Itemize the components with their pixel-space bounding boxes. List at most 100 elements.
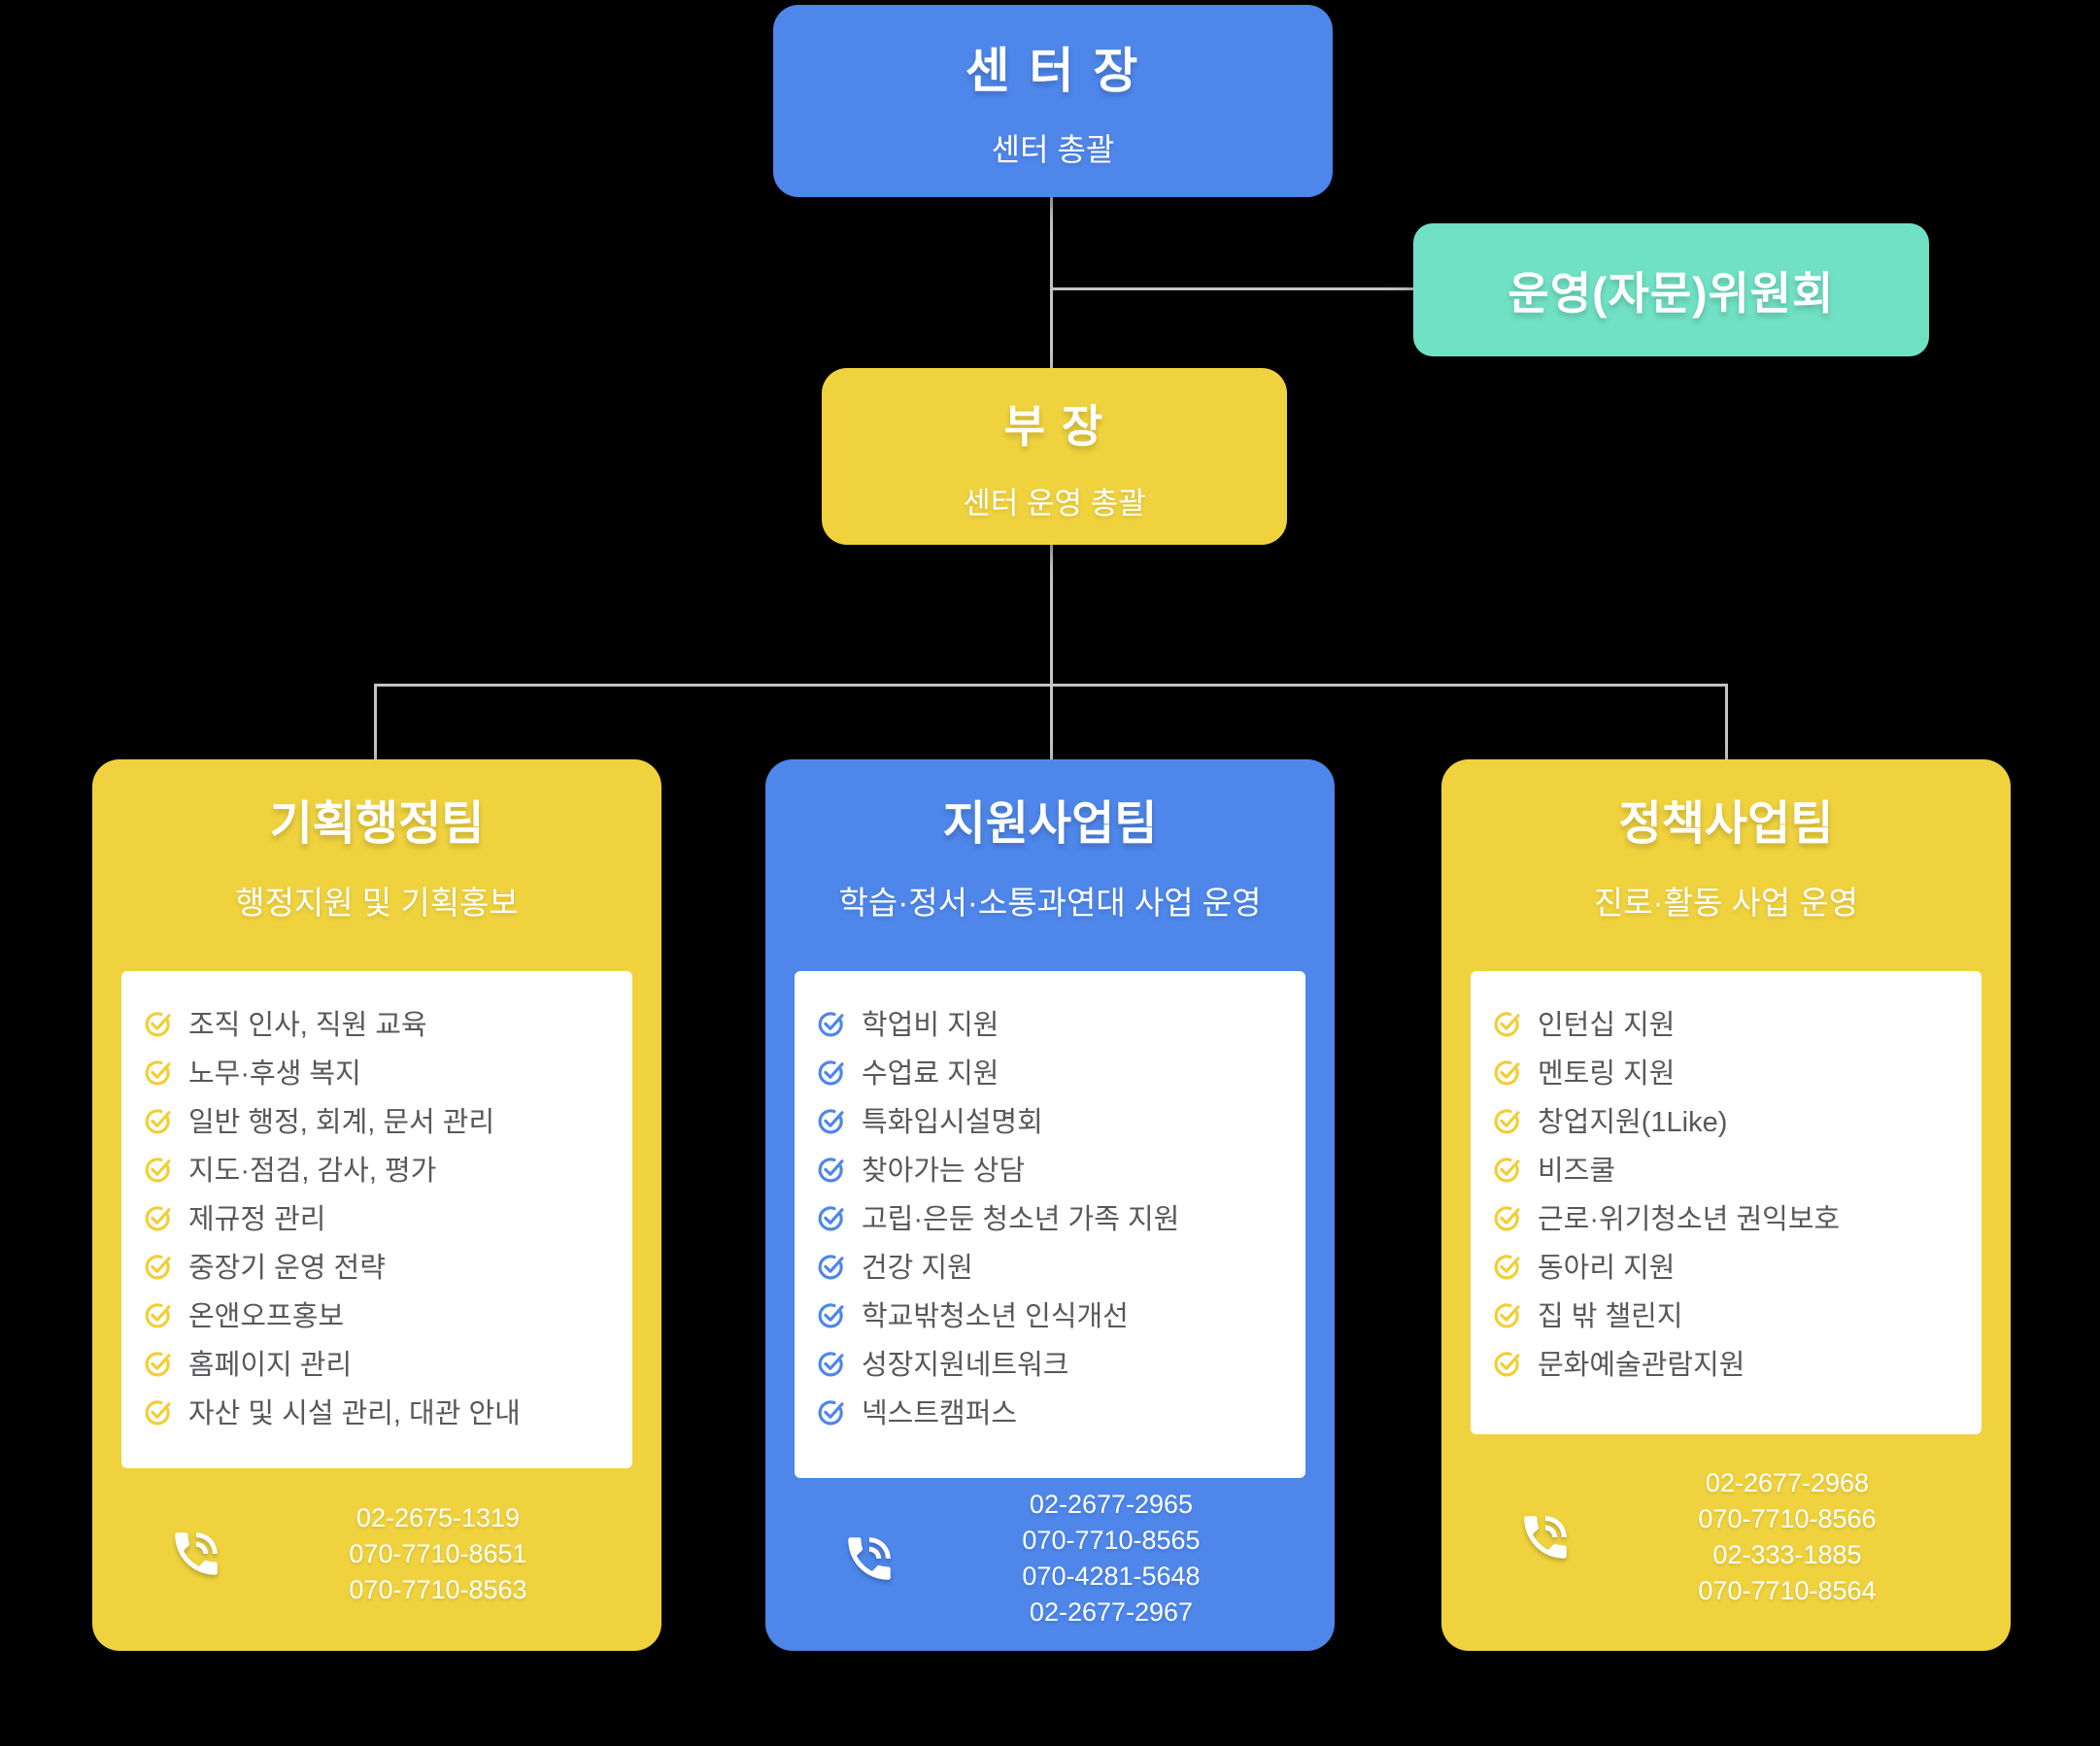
task-label: 홈페이지 관리 bbox=[188, 1350, 353, 1381]
connector-drop-right bbox=[1725, 684, 1728, 761]
task-item: 동아리 지원 bbox=[1492, 1241, 1960, 1290]
check-circle-icon bbox=[816, 1056, 848, 1088]
task-item: 조직 인사, 직원 교육 bbox=[143, 998, 611, 1047]
task-item: 일반 행정, 회계, 문서 관리 bbox=[143, 1095, 611, 1144]
manager-title: 부 장 bbox=[1003, 400, 1105, 452]
team-subtitle: 학습·정서·소통과연대 사업 운영 bbox=[838, 885, 1262, 921]
task-label: 학교밖청소년 인식개선 bbox=[862, 1301, 1129, 1332]
team-card-planning-admin: 기획행정팀 행정지원 및 기획홍보 조직 인사, 직원 교육 노무·후생 복지 bbox=[92, 759, 661, 1651]
task-label: 자산 및 시설 관리, 대관 안내 bbox=[188, 1398, 521, 1429]
team-title: 기획행정팀 bbox=[269, 798, 485, 850]
check-circle-icon bbox=[143, 1298, 175, 1330]
check-circle-icon bbox=[816, 1007, 848, 1039]
task-item: 인턴십 지원 bbox=[1492, 998, 1960, 1047]
check-circle-icon bbox=[1492, 1104, 1524, 1136]
connector-director-manager bbox=[1050, 197, 1053, 368]
connector-drop-center bbox=[1050, 684, 1053, 761]
task-item: 근로·위기청소년 권익보호 bbox=[1492, 1192, 1960, 1241]
check-circle-icon bbox=[1492, 1298, 1524, 1330]
node-director: 센 터 장 센터 총괄 bbox=[773, 5, 1333, 197]
task-label: 문화예술관람지원 bbox=[1538, 1350, 1745, 1381]
check-circle-icon bbox=[816, 1104, 848, 1136]
task-label: 조직 인사, 직원 교육 bbox=[188, 1010, 427, 1041]
task-item: 홈페이지 관리 bbox=[143, 1338, 611, 1387]
task-label: 수업료 지원 bbox=[862, 1058, 999, 1090]
task-label: 지도·점검, 감사, 평가 bbox=[188, 1156, 437, 1187]
task-label: 근로·위기청소년 권익보호 bbox=[1538, 1204, 1841, 1235]
task-item: 창업지원(1Like) bbox=[1492, 1095, 1960, 1144]
check-circle-icon bbox=[143, 1347, 175, 1379]
task-item: 수업료 지원 bbox=[816, 1047, 1284, 1095]
check-circle-icon bbox=[143, 1104, 175, 1136]
task-label: 멘토링 지원 bbox=[1538, 1058, 1676, 1090]
task-item: 학교밖청소년 인식개선 bbox=[816, 1290, 1284, 1338]
committee-title: 운영(자문)위원회 bbox=[1507, 267, 1835, 319]
task-item: 고립·은둔 청소년 가족 지원 bbox=[816, 1192, 1284, 1241]
task-label: 성장지원네트워크 bbox=[862, 1350, 1069, 1381]
connector-manager-branch bbox=[1050, 545, 1053, 685]
check-circle-icon bbox=[1492, 1153, 1524, 1185]
task-label: 고립·은둔 청소년 가족 지원 bbox=[862, 1204, 1180, 1235]
task-item: 멘토링 지원 bbox=[1492, 1047, 1960, 1095]
task-label: 온앤오프홍보 bbox=[188, 1301, 345, 1332]
task-item: 온앤오프홍보 bbox=[143, 1290, 611, 1338]
check-circle-icon bbox=[1492, 1007, 1524, 1039]
manager-subtitle: 센터 운영 총괄 bbox=[963, 486, 1146, 520]
phone-number: 070-7710-8564 bbox=[1698, 1575, 1877, 1605]
check-circle-icon bbox=[143, 1395, 175, 1427]
task-item: 자산 및 시설 관리, 대관 안내 bbox=[143, 1387, 611, 1435]
phone-icon bbox=[168, 1526, 224, 1582]
node-committee: 운영(자문)위원회 bbox=[1413, 223, 1929, 356]
connector-director-committee bbox=[1050, 287, 1413, 290]
task-item: 노무·후생 복지 bbox=[143, 1047, 611, 1095]
phone-icon bbox=[1517, 1509, 1574, 1565]
phone-number: 02-2675-1319 bbox=[356, 1502, 521, 1532]
phone-numbers: 02-2675-1319 070-7710-8651 070-7710-8563 bbox=[242, 1500, 634, 1608]
task-label: 제규정 관리 bbox=[188, 1204, 326, 1235]
task-label: 창업지원(1Like) bbox=[1538, 1107, 1728, 1138]
team-title: 지원사업팀 bbox=[942, 798, 1158, 850]
phone-number: 02-333-1885 bbox=[1712, 1539, 1862, 1569]
team-task-list: 인턴십 지원 멘토링 지원 창업지원(1Like) 비즈쿨 bbox=[1471, 971, 1981, 1434]
phone-number: 070-7710-8565 bbox=[1022, 1526, 1201, 1555]
team-subtitle: 행정지원 및 기획홍보 bbox=[235, 885, 519, 921]
team-contact: 02-2677-2968 070-7710-8566 02-333-1885 0… bbox=[1441, 1434, 2011, 1651]
check-circle-icon bbox=[1492, 1347, 1524, 1379]
check-circle-icon bbox=[1492, 1056, 1524, 1088]
task-item: 학업비 지원 bbox=[816, 998, 1284, 1047]
task-label: 비즈쿨 bbox=[1538, 1156, 1616, 1187]
task-item: 문화예술관람지원 bbox=[1492, 1338, 1960, 1387]
task-label: 인턴십 지원 bbox=[1538, 1010, 1676, 1041]
phone-number: 070-7710-8563 bbox=[349, 1574, 527, 1604]
check-circle-icon bbox=[1492, 1250, 1524, 1282]
task-label: 중장기 운영 전략 bbox=[188, 1253, 386, 1284]
phone-number: 02-2677-2968 bbox=[1705, 1467, 1870, 1497]
team-card-support-business: 지원사업팀 학습·정서·소통과연대 사업 운영 학업비 지원 수업료 지원 bbox=[765, 759, 1335, 1651]
check-circle-icon bbox=[816, 1298, 848, 1330]
phone-number: 070-4281-5648 bbox=[1022, 1561, 1201, 1591]
phone-number: 070-7710-8566 bbox=[1698, 1503, 1877, 1533]
phone-icon bbox=[841, 1530, 898, 1587]
task-item: 성장지원네트워크 bbox=[816, 1338, 1284, 1387]
task-label: 찾아가는 상담 bbox=[862, 1156, 1026, 1187]
team-card-policy-business: 정책사업팀 진로·활동 사업 운영 인턴십 지원 멘토링 지원 창업지원 bbox=[1441, 759, 2011, 1651]
task-item: 건강 지원 bbox=[816, 1241, 1284, 1290]
phone-numbers: 02-2677-2965 070-7710-8565 070-4281-5648… bbox=[915, 1487, 1307, 1630]
task-label: 넥스트캠퍼스 bbox=[862, 1398, 1018, 1429]
phone-numbers: 02-2677-2968 070-7710-8566 02-333-1885 0… bbox=[1591, 1465, 1983, 1609]
phone-number: 02-2677-2965 bbox=[1029, 1490, 1194, 1519]
phone-number: 070-7710-8651 bbox=[349, 1538, 527, 1568]
task-item: 제규정 관리 bbox=[143, 1192, 611, 1241]
check-circle-icon bbox=[816, 1201, 848, 1233]
connector-drop-left bbox=[374, 684, 377, 761]
team-contact: 02-2675-1319 070-7710-8651 070-7710-8563 bbox=[92, 1468, 661, 1651]
director-title: 센 터 장 bbox=[965, 44, 1141, 98]
check-circle-icon bbox=[143, 1056, 175, 1088]
task-item: 중장기 운영 전략 bbox=[143, 1241, 611, 1290]
check-circle-icon bbox=[816, 1250, 848, 1282]
task-label: 건강 지원 bbox=[862, 1253, 973, 1284]
task-item: 넥스트캠퍼스 bbox=[816, 1387, 1284, 1435]
check-circle-icon bbox=[816, 1395, 848, 1427]
task-label: 집 밖 챌린지 bbox=[1538, 1301, 1683, 1332]
